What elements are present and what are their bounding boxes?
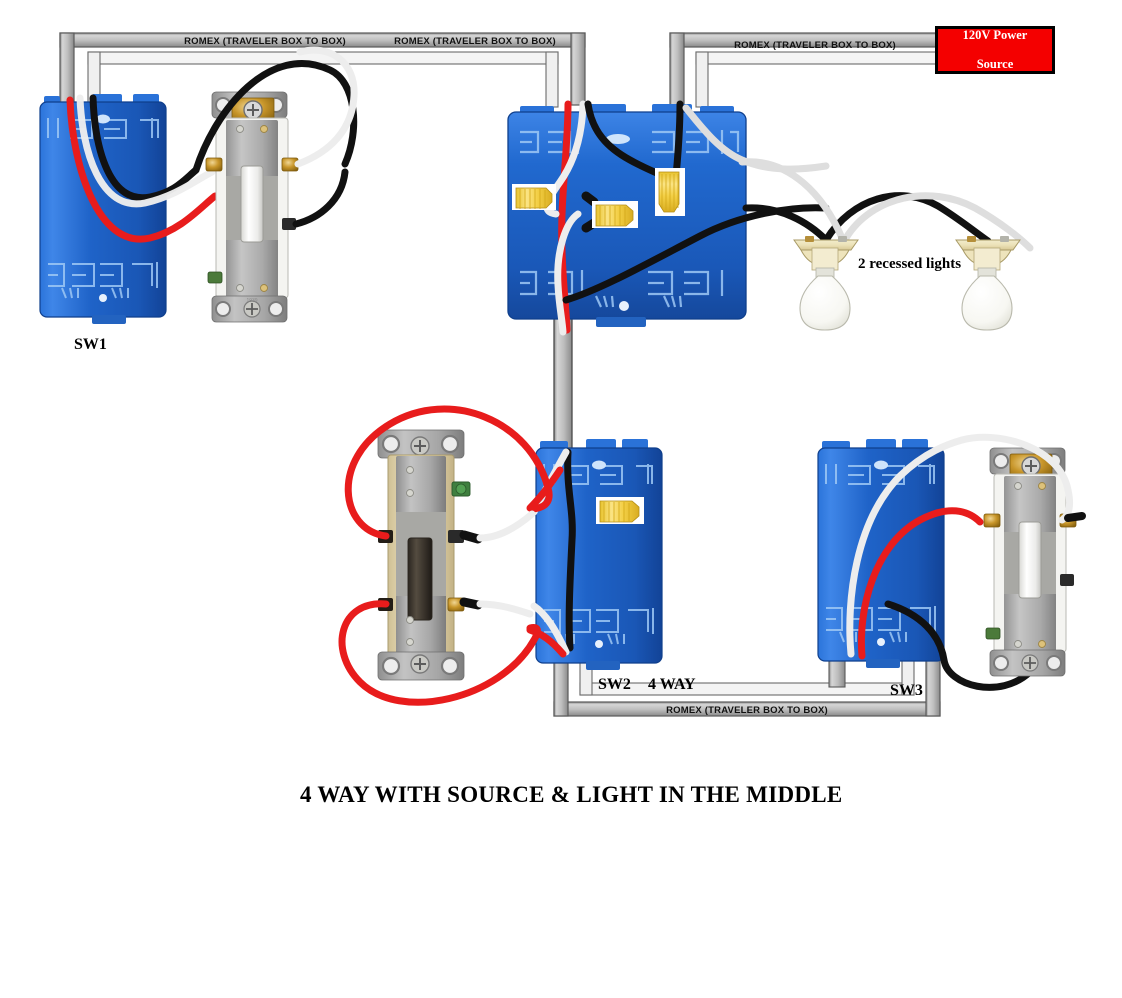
- sw1-wire-red: [66, 96, 219, 243]
- romex-bottom-outer-left-rise: [553, 659, 569, 717]
- romex-runs: [59, 32, 941, 717]
- sw1-wire-white: [76, 94, 216, 208]
- romex-topright-outer-drop: [669, 32, 685, 106]
- light-fixture-1: [793, 236, 859, 331]
- sw2-traveler-wires: [338, 405, 553, 706]
- sw1-box-wires: [66, 94, 219, 243]
- power-source-line2: Source: [976, 57, 1014, 72]
- wire-nut-upper-right: [655, 168, 685, 216]
- romex-top-outer-left-drop: [59, 32, 75, 106]
- light-fixture-2: [955, 236, 1021, 331]
- sw1-toggle-switch[interactable]: 1939: [205, 91, 299, 323]
- romex-label-top-mid: ROMEX (TRAVELER BOX TO BOX): [394, 36, 556, 47]
- sw1-wire-black: [89, 94, 200, 202]
- light-wire-white-span: [842, 192, 1034, 252]
- sw3-label: SW3: [890, 682, 923, 699]
- svg-text:1939: 1939: [246, 298, 257, 304]
- romex-topright-inner-horizontal: [695, 51, 941, 65]
- power-source-line1: 120V Power: [962, 27, 1028, 42]
- sw3-toggle-switch[interactable]: [983, 447, 1077, 677]
- sw3-black-stub: [1064, 512, 1086, 522]
- sw2-red-loop-top: [344, 405, 553, 540]
- sw1-traveler-wires: [192, 46, 358, 228]
- romex-top-outer-right-drop: [570, 32, 586, 106]
- recessed-lights-label: 2 recessed lights: [858, 256, 962, 272]
- wire-nut-left: [512, 184, 556, 210]
- wire-nut-middle: [592, 201, 638, 228]
- romex-top-inner-right-drop: [545, 51, 559, 108]
- sw2-type-label: 4 WAY: [648, 676, 696, 693]
- light-wire-black-span: [822, 192, 992, 245]
- center-wire-black-right: [562, 204, 830, 304]
- power-source-box: 120V Power Source: [935, 26, 1055, 74]
- romex-topright-inner-drop: [695, 51, 709, 108]
- romex-label-bottom: ROMEX (TRAVELER BOX TO BOX): [666, 705, 828, 716]
- sw3-wire-red: [857, 507, 984, 660]
- sw1-electrical-box: [39, 94, 167, 324]
- sw2-box-wire-red-bottom: [526, 626, 567, 658]
- light-fixtures: [738, 158, 1034, 331]
- sw2-box-wire-black: [564, 448, 576, 652]
- sw2-red-loop-bottom: [338, 600, 541, 706]
- diagram-title: 4 WAY WITH SOURCE & LIGHT IN THE MIDDLE: [300, 782, 843, 807]
- sw1-label: SW1: [74, 336, 107, 353]
- sw3-electrical-box: [817, 439, 945, 668]
- center-box-wire-nuts: [512, 168, 685, 228]
- sw1-out-black-top: [192, 60, 358, 174]
- sw2-pigtail-top: [459, 530, 483, 544]
- light-wire-white-1: [738, 158, 846, 242]
- romex-center-to-sw2-vertical: [553, 317, 573, 459]
- sw1-out-black-bottom: [292, 168, 349, 228]
- sw3-terminal-wires: [958, 433, 1086, 524]
- center-wire-black-topright: [672, 100, 684, 180]
- sw2-pigtail-bottom: [459, 597, 483, 610]
- romex-bottom-outer-right-rise: [925, 659, 941, 717]
- romex-label-top-left: ROMEX (TRAVELER BOX TO BOX): [184, 36, 346, 47]
- sw1-out-white: [294, 46, 358, 168]
- romex-label-top-right: ROMEX (TRAVELER BOX TO BOX): [734, 40, 896, 51]
- sw2-lead-white-top: [476, 510, 536, 542]
- sw3-white-top: [958, 433, 1074, 524]
- center-wire-white-down: [554, 210, 582, 336]
- sw2-lead-white-bottom: [476, 600, 534, 618]
- sw2-box-wire-white-bottom: [530, 602, 570, 656]
- sw3-wire-white: [846, 436, 966, 658]
- light-wire-black-1: [742, 204, 830, 244]
- sw2-four-way-switch[interactable]: [377, 429, 471, 681]
- sw2-label: SW2: [598, 676, 631, 693]
- sw2-box-wire-nut: [596, 497, 644, 524]
